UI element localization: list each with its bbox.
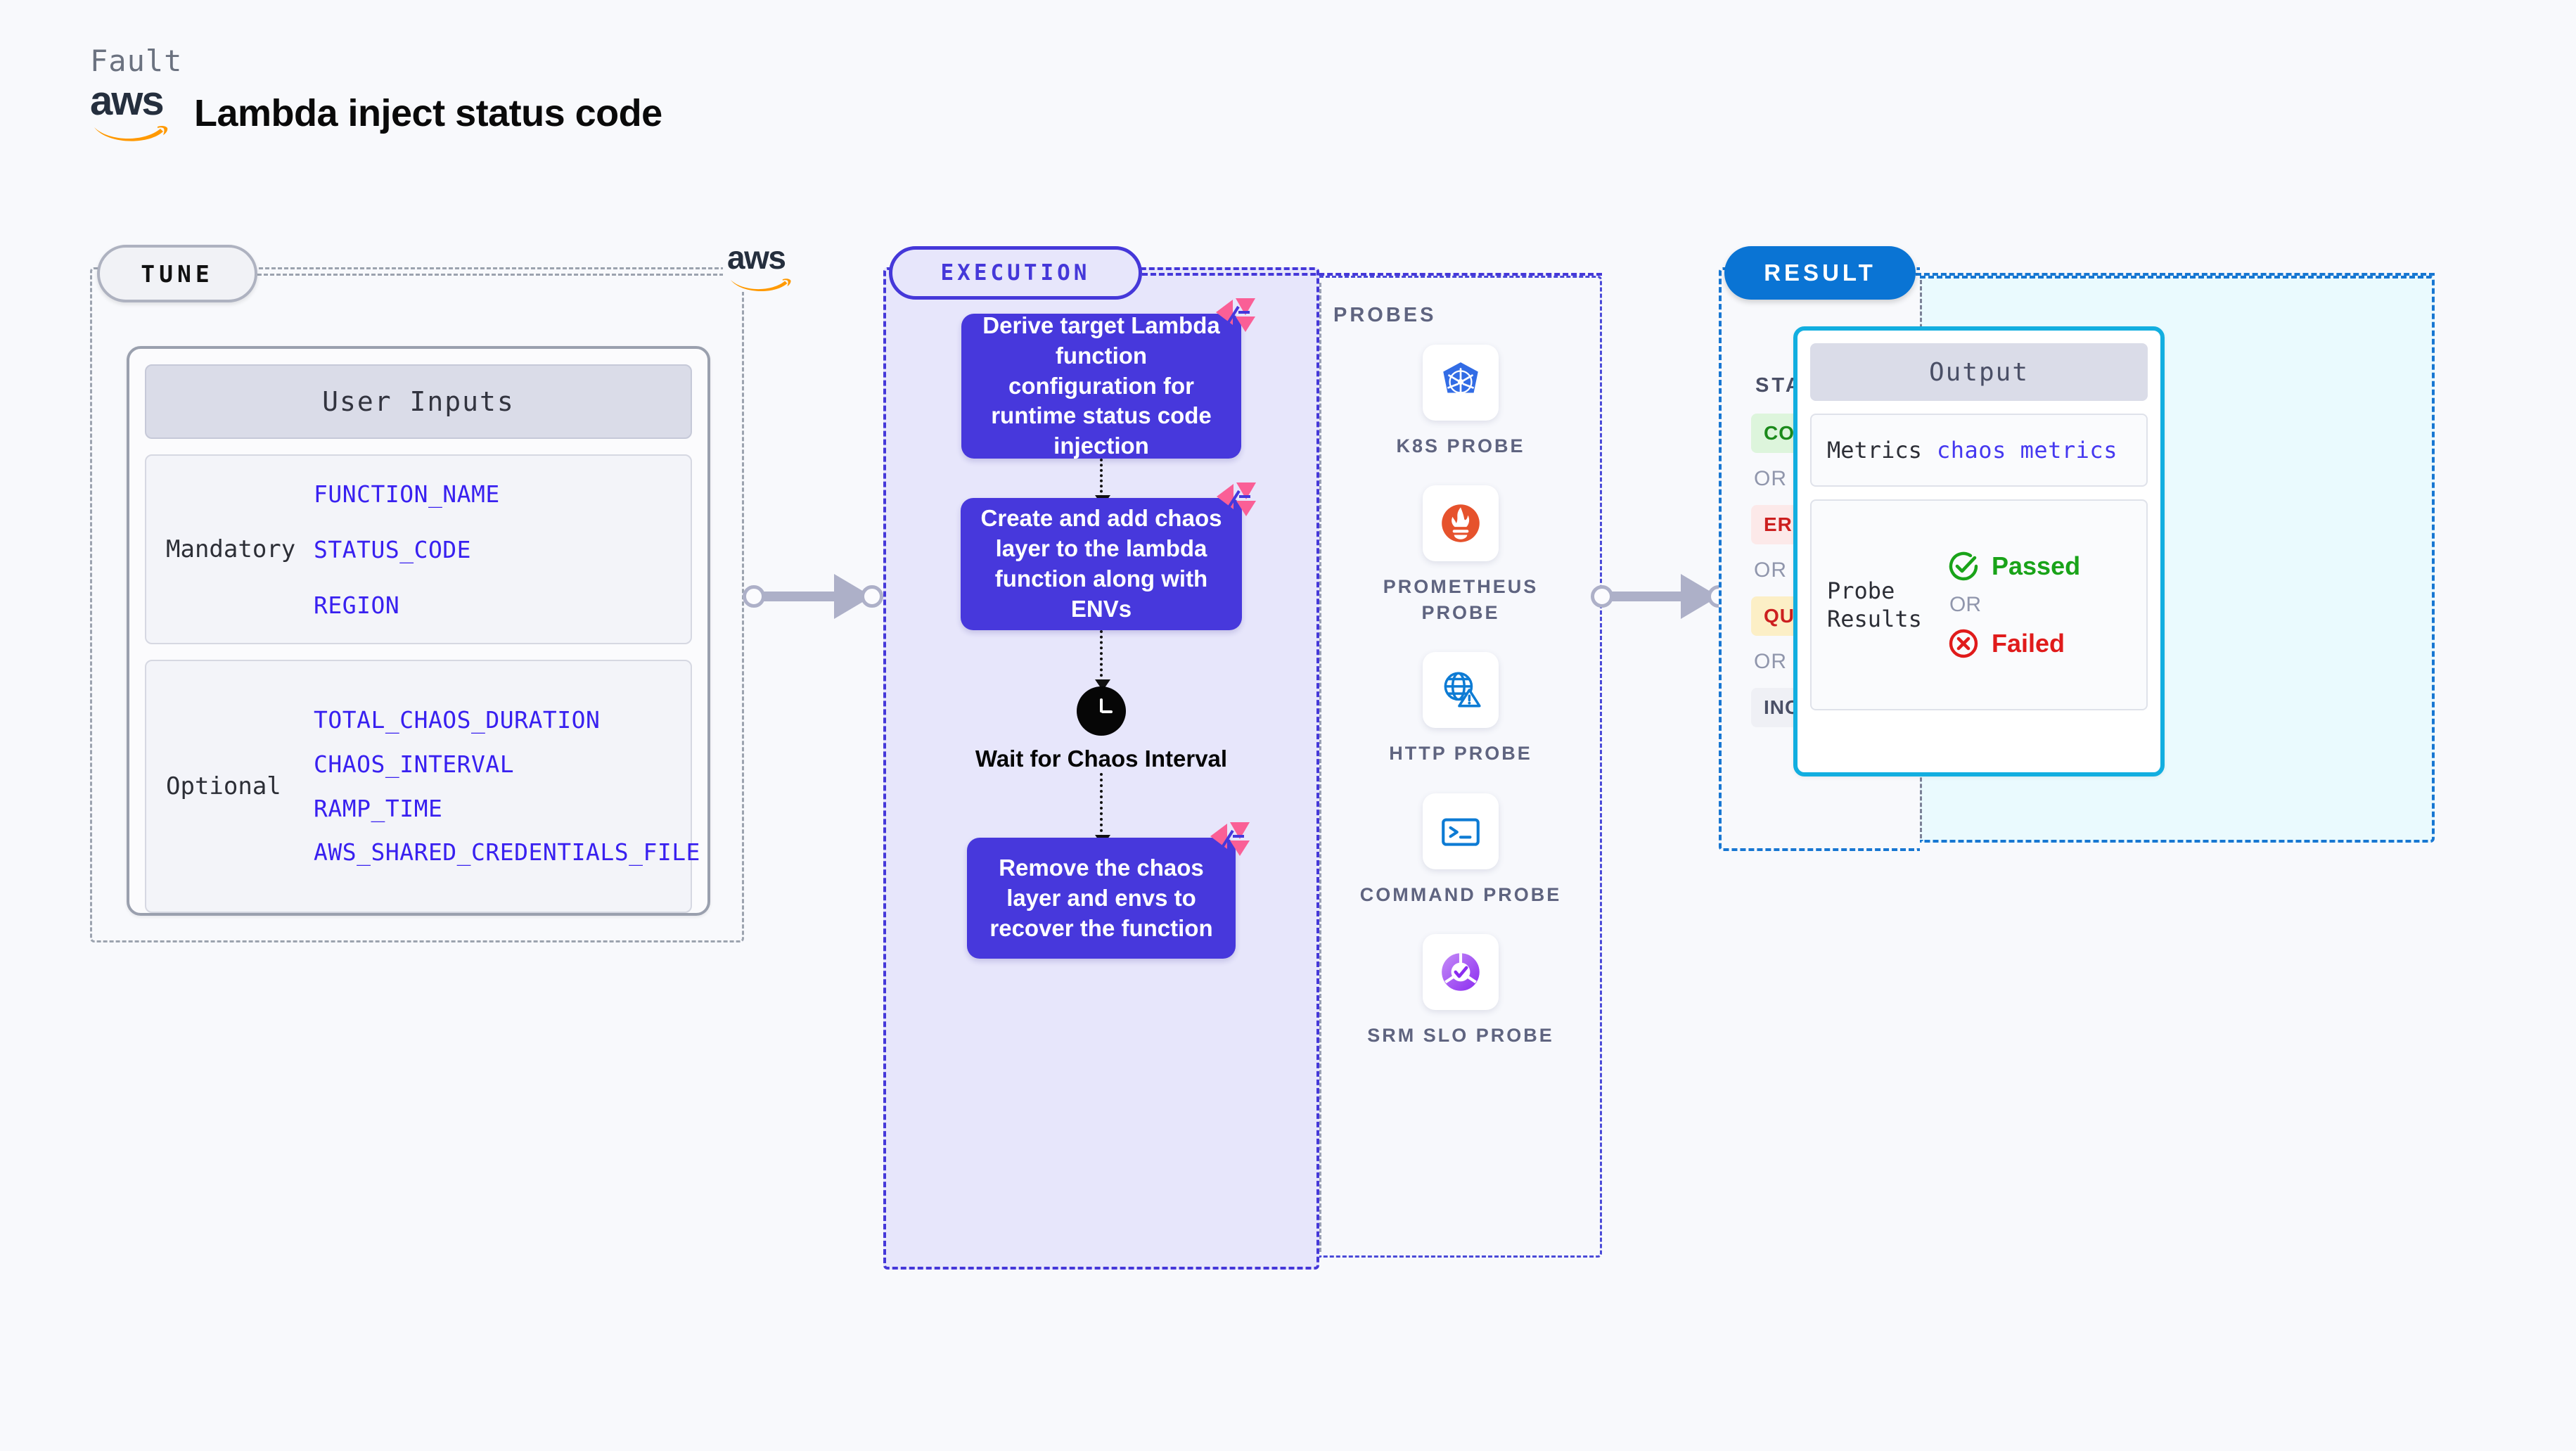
metrics-value-link[interactable]: chaos metrics — [1937, 437, 2117, 464]
probe-label-command: COMMAND PROBE — [1359, 883, 1562, 905]
probe-icon-box — [1423, 652, 1499, 729]
probe-item-k8s[interactable]: K8S PROBE — [1355, 345, 1566, 459]
tune-aws-wordmark: aws — [727, 239, 786, 276]
flow-arrow-3-icon — [1095, 773, 1110, 847]
probe-item-srm-slo[interactable]: SRM SLO PROBE — [1355, 934, 1566, 1048]
probe-label-k8s: K8S PROBE — [1396, 435, 1525, 456]
connector-tune-to-execution — [743, 574, 883, 619]
execution-step-1[interactable]: Derive target Lambda function configurat… — [961, 298, 1255, 459]
status-or-1: OR — [1754, 467, 1787, 490]
probe-icon-box — [1423, 485, 1499, 562]
result-panel: RESULT STATUS COMPLETED OR ERRORED OR QU… — [1719, 246, 2435, 851]
probe-item-prometheus[interactable]: PROMETHEUS PROBE — [1355, 485, 1566, 625]
output-title: Output — [1810, 343, 2148, 401]
execution-badge[interactable]: EXECUTION — [889, 246, 1142, 300]
wait-node-label: Wait for Chaos Interval — [975, 746, 1228, 772]
probes-subpanel-border — [1319, 276, 1602, 1258]
execution-step-2[interactable]: Create and add chaos layer to the lambda… — [961, 482, 1256, 630]
prometheus-icon — [1442, 504, 1480, 543]
probe-result-failed: Failed — [1947, 627, 2080, 660]
probe-icon-box — [1423, 793, 1499, 869]
page-title: Lambda inject status code — [194, 92, 662, 135]
output-metrics-row: Metrics chaos metrics — [1810, 414, 2148, 487]
input-var-status-code[interactable]: STATUS_CODE — [314, 535, 472, 563]
execution-step-3-text: Remove the chaos layer and envs to recov… — [989, 854, 1213, 941]
probe-passed-label: Passed — [1992, 551, 2081, 580]
probes-list: K8S PROBE PROMETHEUS PROBE — [1319, 345, 1602, 1049]
input-var-function-name[interactable]: FUNCTION_NAME — [314, 480, 500, 508]
execution-step-2-text: Create and add chaos layer to the lambda… — [980, 505, 1222, 622]
chaos-flag-icon — [1210, 822, 1250, 857]
execution-header-dash-line — [1142, 273, 1602, 276]
aws-logo: aws — [90, 78, 169, 142]
flow-arrow-2-icon — [1095, 630, 1110, 691]
fault-kind-label: Fault — [90, 44, 183, 78]
connector-line — [1602, 592, 1706, 601]
tune-badge[interactable]: TUNE — [97, 245, 257, 302]
flow-arrow-1-icon — [1095, 459, 1110, 506]
optional-label: Optional — [166, 772, 281, 800]
execution-step-1-text: Derive target Lambda function configurat… — [982, 312, 1220, 459]
execution-panel: EXECUTION Derive target Lambda function … — [883, 246, 1602, 1270]
clock-icon — [1077, 686, 1126, 736]
chaos-flag-icon — [1217, 482, 1256, 516]
globe-alert-icon — [1444, 672, 1481, 708]
slo-donut-check-icon — [1442, 953, 1480, 991]
connector-start-dot — [1591, 585, 1613, 608]
execution-probes-divider — [1319, 283, 1321, 1252]
metrics-key: Metrics — [1827, 437, 1922, 464]
probes-title: PROBES — [1333, 304, 1437, 326]
execution-flow: Derive target Lambda function configurat… — [883, 298, 1319, 959]
tune-header-dash-line — [257, 274, 743, 276]
connector-execution-to-result — [1591, 574, 1730, 619]
input-var-total-chaos-duration[interactable]: TOTAL_CHAOS_DURATION — [314, 706, 601, 734]
status-or-2: OR — [1754, 558, 1787, 582]
output-probe-results-row: Probe Results Passed OR Faile — [1810, 499, 2148, 710]
probe-result-or: OR — [1949, 593, 1981, 616]
input-var-region[interactable]: REGION — [314, 591, 400, 619]
connector-line — [754, 592, 859, 601]
result-header-dash-line — [1916, 273, 2435, 276]
input-var-aws-shared-credentials-file[interactable]: AWS_SHARED_CREDENTIALS_FILE — [314, 838, 700, 867]
probe-failed-label: Failed — [1992, 629, 2065, 658]
tune-aws-swoosh-icon — [730, 279, 791, 291]
kubernetes-icon — [1443, 362, 1478, 395]
wait-for-chaos-interval-node: Wait for Chaos Interval — [883, 686, 1319, 773]
user-inputs-title: User Inputs — [145, 364, 692, 439]
connector-end-dot — [861, 585, 883, 608]
probe-label-prometheus: PROMETHEUS PROBE — [1383, 576, 1539, 623]
mandatory-label: Mandatory — [166, 535, 296, 563]
execution-step-3[interactable]: Remove the chaos layer and envs to recov… — [967, 822, 1250, 959]
input-var-chaos-interval[interactable]: CHAOS_INTERVAL — [314, 750, 515, 779]
probe-icon-box — [1423, 345, 1499, 421]
aws-wordmark: aws — [90, 78, 165, 124]
probe-label-srm-slo: SRM SLO PROBE — [1367, 1025, 1554, 1047]
probe-item-command[interactable]: COMMAND PROBE — [1355, 793, 1566, 907]
probe-icon-box — [1423, 934, 1499, 1011]
probe-item-http[interactable]: HTTP PROBE — [1355, 652, 1566, 766]
page-header: Fault aws Lambda inject status code — [90, 44, 662, 142]
mandatory-inputs-group: Mandatory FUNCTION_NAME STATUS_CODE REGI… — [145, 454, 692, 644]
probe-result-passed: Passed — [1947, 549, 2080, 583]
user-inputs-card: User Inputs Mandatory FUNCTION_NAME STAT… — [127, 346, 710, 916]
optional-inputs-group: Optional TOTAL_CHAOS_DURATION CHAOS_INTE… — [145, 660, 700, 913]
input-var-ramp-time[interactable]: RAMP_TIME — [314, 795, 443, 823]
output-card: Output Metrics chaos metrics Probe Resul… — [1793, 326, 2165, 776]
probe-results-key: Probe Results — [1827, 577, 1922, 632]
x-circle-icon — [1949, 629, 1978, 658]
tune-panel: TUNE aws User Inputs Mandatory FUNCTION_… — [90, 241, 807, 942]
result-badge[interactable]: RESULT — [1724, 246, 1916, 300]
aws-swoosh-icon — [94, 126, 168, 142]
status-or-3: OR — [1754, 650, 1787, 673]
terminal-icon — [1442, 818, 1480, 846]
tune-aws-logo: aws — [723, 239, 807, 292]
probe-label-http: HTTP PROBE — [1389, 743, 1532, 765]
check-circle-icon — [1949, 551, 1978, 581]
connector-start-dot — [743, 585, 765, 608]
chaos-flag-icon — [1216, 298, 1255, 332]
